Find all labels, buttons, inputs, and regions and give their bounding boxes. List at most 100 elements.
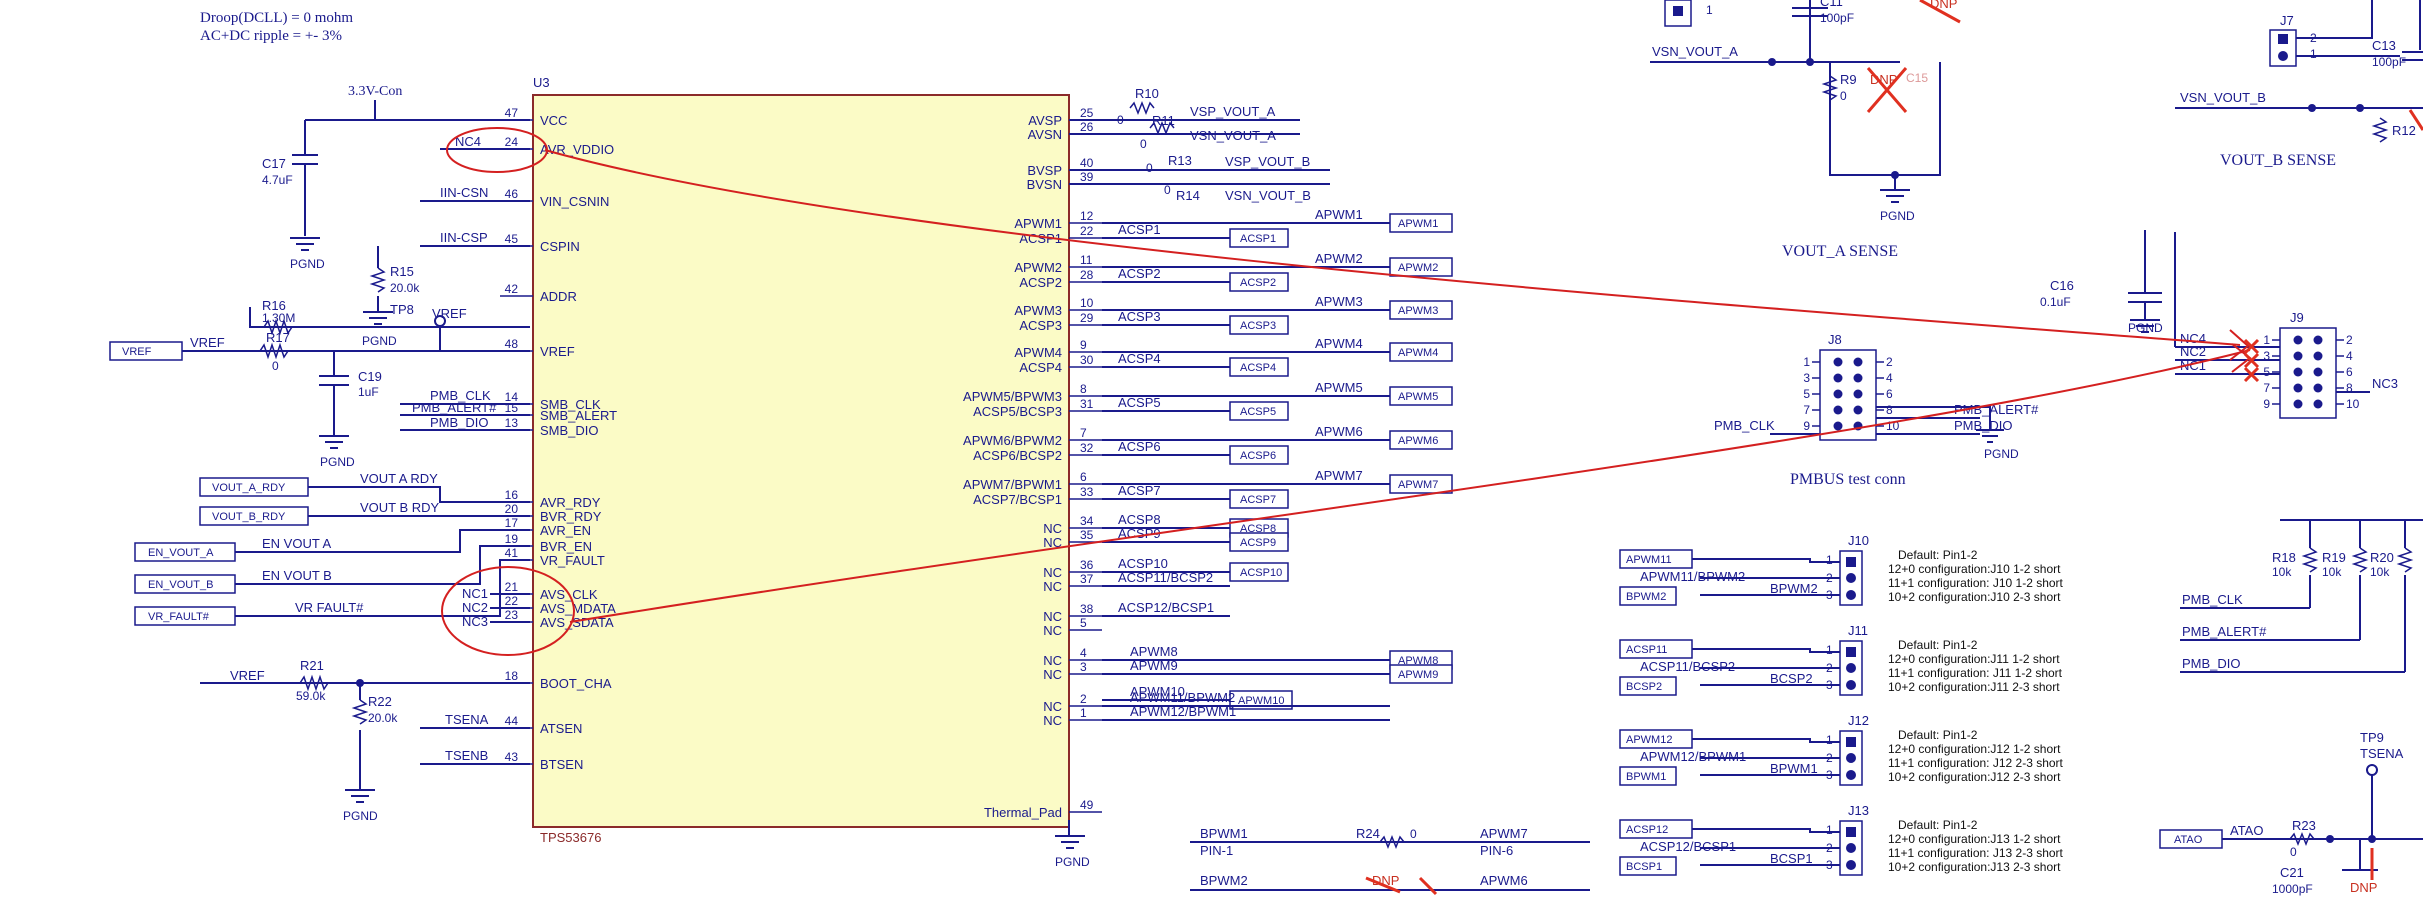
header-pin-num-left: 5 (1803, 387, 1810, 401)
u3-left-pin-name: BVR_EN (540, 539, 592, 554)
vouta-header-pin (1673, 6, 1683, 16)
header-pin-right (1853, 389, 1863, 399)
acsp-offsheet (1229, 315, 1289, 335)
u3-right-pin-num: 2 (1080, 692, 1087, 706)
r21-body (299, 674, 329, 692)
u3-left-pin-name: BOOT_CHA (540, 676, 612, 691)
apwm-offsheet-text: APWM5 (1398, 391, 1438, 403)
header-pin-num-left: 3 (1803, 371, 1810, 385)
header-pin-left (2293, 383, 2303, 393)
vsn-b-dot2 (2356, 104, 2364, 112)
dnp-c21: DNP (2350, 880, 2377, 895)
jumper-note: 11+1 configuration: J12 2-3 short (1888, 756, 2064, 770)
u3-right-pin-num: 49 (1080, 798, 1094, 812)
acsp-net: ACSP6 (1118, 439, 1161, 454)
acsp-offsheet (1229, 272, 1289, 292)
jumper-box2 (1619, 676, 1677, 696)
u3-right-pin-num: 3 (1080, 660, 1087, 674)
jumper-note: 10+2 configuration:J12 2-3 short (1888, 770, 2061, 784)
acsp-offsheet (1229, 401, 1289, 421)
r22-body (351, 699, 369, 725)
u3-right-pin-num: 1 (1080, 706, 1087, 720)
jumper-net2: BPWM1 (1770, 761, 1818, 776)
vsn-a-net: VSN_VOUT_A (1190, 128, 1276, 143)
r24-val: 0 (1410, 827, 1417, 841)
vsn-b-net: VSN_VOUT_B (1225, 188, 1311, 203)
u3-left-pin-num: 47 (505, 106, 519, 120)
u3-right-pin-name: APWM7/BPWM1 (963, 477, 1062, 492)
jumper-pin-num: 1 (1826, 823, 1833, 837)
jumper-note: Default: Pin1-2 (1898, 818, 1978, 832)
jumper-net1: APWM11/BPWM2 (1640, 569, 1745, 584)
jumper-ref: J12 (1848, 713, 1869, 728)
tp9-tsena: TSENA (2360, 746, 2404, 761)
note-ripple: AC+DC ripple = +- 3% (200, 28, 342, 44)
jumper-box2-text: BPWM2 (1626, 591, 1666, 603)
jumper-net2: BCSP2 (1770, 671, 1813, 686)
r14-ref: R14 (1176, 188, 1200, 203)
apwm-net: APWM5 (1315, 380, 1363, 395)
r15-val: 20.0k (390, 281, 420, 295)
c11-cap (1792, 0, 1828, 26)
j7-header (2269, 29, 2297, 67)
u3-right-pin-name: NC (1043, 713, 1062, 728)
boot-wire (200, 682, 530, 790)
nc2-label: NC2 (462, 600, 488, 615)
apwm-offsheet-text: APWM7 (1398, 479, 1438, 491)
r22-val: 20.0k (368, 711, 398, 725)
nc3-label: NC3 (462, 614, 488, 629)
j7-wires (2296, 0, 2423, 61)
en-vouta-wire (235, 529, 530, 553)
jumpers-group: J10APWM11APWM11/BPWM2BPWM2BPWM2123Defaul… (1619, 533, 2064, 876)
pin6-label: PIN-6 (1480, 843, 1513, 858)
jumper-wires (1692, 558, 1840, 596)
pgnd-j8: PGND (1984, 447, 2019, 461)
jumper-pin2 (1846, 663, 1856, 673)
dnp-x-c15 (1866, 67, 1908, 113)
pgnd-c17-label: PGND (290, 257, 325, 271)
header-pin-right (2313, 351, 2323, 361)
acsp-offsheet-text: ACSP4 (1240, 362, 1276, 374)
vouta-header-pin-num: 1 (1706, 3, 1713, 17)
u3-right-pin-name: ACSP2 (1019, 275, 1062, 290)
j8-pmb-alert: PMB_ALERT# (1954, 402, 2039, 417)
r15-ref: R15 (390, 264, 414, 279)
u3-left-pin-num: 20 (505, 502, 519, 516)
jumper-pin2 (1846, 843, 1856, 853)
addr-wire (249, 307, 530, 328)
r16-ref: R16 (262, 298, 286, 313)
acsp-net: ACSP4 (1118, 351, 1161, 366)
j8-wires (1770, 406, 2004, 443)
u3-left-pin-name: VR_FAULT (540, 553, 605, 568)
c13-val: 100pF (2372, 55, 2406, 69)
en-voutb-wire (235, 545, 530, 585)
u3-ref: U3 (533, 75, 550, 90)
acsp-offsheet-text: ACSP2 (1240, 277, 1276, 289)
apwm-offsheet (1389, 430, 1453, 450)
c19-ref: C19 (358, 369, 382, 384)
c15-ref: C15 (1906, 71, 1928, 85)
jumper-ref: J11 (1848, 623, 1868, 638)
jumper-note: 11+1 configuration: J13 2-3 short (1888, 846, 2064, 860)
jumper-wires (1692, 828, 1840, 866)
u3-right-pin-num: 22 (1080, 224, 1094, 238)
apwm-offsheet (1229, 690, 1293, 710)
apwm-net: APWM10 (1130, 684, 1185, 699)
jumper-box1-text: ACSP11 (1626, 644, 1667, 656)
header-pin-left (1833, 421, 1843, 431)
jumper-pin-num: 2 (1826, 661, 1833, 675)
note-droop: Droop(DCLL) = 0 mohm (200, 10, 353, 26)
acsp-offsheet (1229, 357, 1289, 377)
atao-wires (2222, 775, 2423, 871)
u3-right-pin-name: APWM2 (1014, 260, 1062, 275)
header-pin-num-right: 2 (1886, 355, 1893, 369)
c21-val: 1000pF (2272, 882, 2313, 896)
apwm-offsheet-text: APWM9 (1398, 669, 1438, 681)
header-pin-num-right: 6 (1886, 387, 1893, 401)
r15-body (369, 267, 387, 293)
u3-right-pin-name: NC (1043, 623, 1062, 638)
vr-fault-wire (235, 559, 530, 617)
r17-body (259, 342, 289, 360)
acsp-offsheet (1229, 562, 1289, 582)
en-vouta-box-text: EN_VOUT_A (148, 547, 214, 559)
